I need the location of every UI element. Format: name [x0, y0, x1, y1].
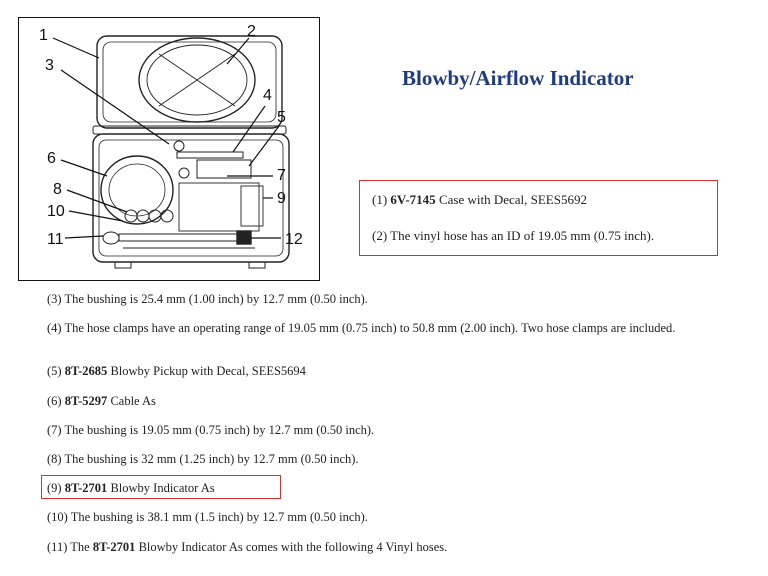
note-1: (1) 6V-7145 Case with Decal, SEES5692 — [372, 192, 587, 207]
callout-2: 2 — [247, 23, 256, 40]
callout-9: 9 — [277, 190, 286, 207]
coiled-hose — [100, 155, 174, 225]
note-10: (10) The bushing is 38.1 mm (1.5 inch) b… — [47, 510, 368, 524]
note-5: (5) 8T-2685 Blowby Pickup with Decal, SE… — [47, 364, 306, 378]
note-11: (11) The 8T-2701 Blowby Indicator As com… — [47, 540, 448, 554]
highlighted-notes-box: (1) 6V-7145 Case with Decal, SEES5692 (2… — [359, 180, 718, 256]
note-2: (2) The vinyl hose has an ID of 19.05 mm… — [372, 228, 655, 243]
note-6: (6) 8T-5297 Cable As — [47, 394, 156, 408]
note-7: (7) The bushing is 19.05 mm (0.75 inch) … — [47, 423, 375, 437]
callout-7: 7 — [277, 167, 286, 184]
callout-3: 3 — [45, 57, 54, 74]
case-illustration: 1 2 3 4 5 6 7 8 9 10 11 12 — [39, 23, 303, 269]
lid-gauge-circle — [138, 37, 256, 123]
callout-6: 6 — [47, 150, 56, 167]
callout-8: 8 — [53, 181, 62, 198]
callout-11: 11 — [47, 231, 64, 248]
callout-1: 1 — [39, 27, 48, 44]
page-title: Blowby/Airflow Indicator — [402, 66, 634, 90]
note-3: (3) The bushing is 25.4 mm (1.00 inch) b… — [47, 292, 368, 306]
note-9: (9) 8T-2701 Blowby Indicator As — [47, 481, 215, 495]
callout-4: 4 — [263, 87, 272, 104]
callout-5: 5 — [277, 109, 286, 126]
case-lid — [96, 35, 283, 129]
callout-10: 10 — [47, 203, 65, 220]
case-diagram: 1 2 3 4 5 6 7 8 9 10 11 12 — [18, 17, 320, 281]
note-8: (8) The bushing is 32 mm (1.25 inch) by … — [47, 452, 359, 466]
note-9-highlight — [41, 475, 281, 499]
note-4: (4) The hose clamps have an operating ra… — [47, 321, 676, 335]
callout-12: 12 — [285, 231, 303, 248]
case-base — [92, 133, 290, 263]
